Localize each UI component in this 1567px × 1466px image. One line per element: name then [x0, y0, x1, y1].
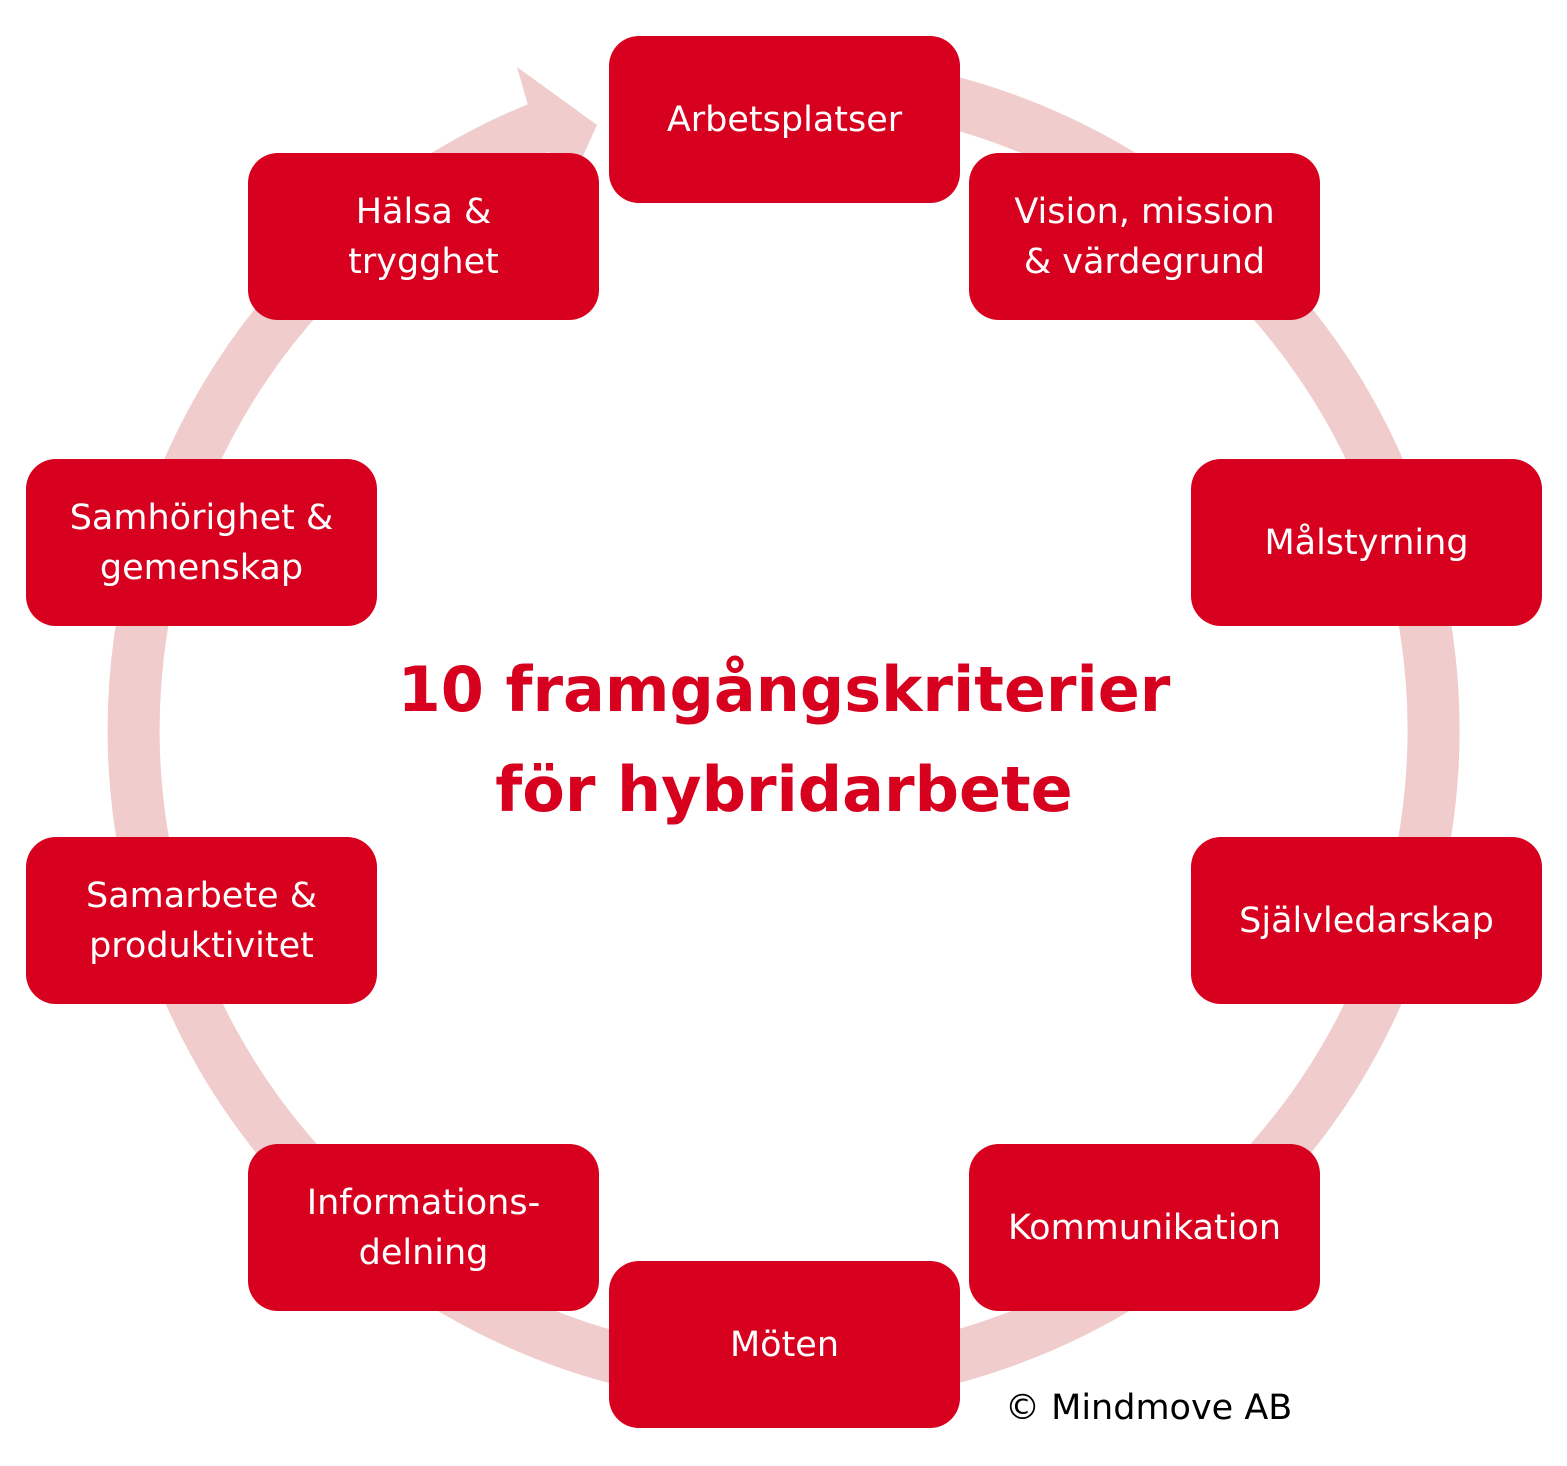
criterion-arbetsplatser: Arbetsplatser: [609, 36, 960, 203]
criterion-label: Hälsa & trygghet: [348, 191, 499, 282]
arrow-head-icon: [517, 67, 597, 180]
criterion-sjalvledarskap: Självledarskap: [1191, 837, 1542, 1004]
criterion-samhorighet: Samhörighet & gemenskap: [26, 459, 377, 626]
diagram-title: 10 framgångskriterier för hybridarbete: [284, 640, 1284, 840]
criterion-samarbete: Samarbete & produktivitet: [26, 837, 377, 1004]
criterion-label: Målstyrning: [1264, 522, 1469, 563]
criterion-label: Informations- delning: [306, 1182, 541, 1273]
criterion-kommunikation: Kommunikation: [969, 1144, 1320, 1311]
criterion-vision: Vision, mission & värdegrund: [969, 153, 1320, 320]
title-line-1: 10 framgångskriterier: [397, 653, 1171, 726]
criterion-moten: Möten: [609, 1261, 960, 1428]
title-line-2: för hybridarbete: [495, 753, 1073, 826]
copyright: © Mindmove AB: [1005, 1388, 1293, 1428]
criterion-label: Kommunikation: [1007, 1207, 1282, 1248]
criterion-label: Arbetsplatser: [666, 99, 903, 140]
criterion-label: Vision, mission & värdegrund: [1014, 191, 1275, 282]
criterion-label: Möten: [729, 1324, 840, 1365]
criterion-label: Samarbete & produktivitet: [85, 875, 318, 966]
criterion-label: Självledarskap: [1239, 900, 1494, 941]
criterion-halsa: Hälsa & trygghet: [248, 153, 599, 320]
criterion-label: Samhörighet & gemenskap: [69, 497, 334, 588]
criterion-malstyrning: Målstyrning: [1191, 459, 1542, 626]
criterion-informationsdelning: Informations- delning: [248, 1144, 599, 1311]
